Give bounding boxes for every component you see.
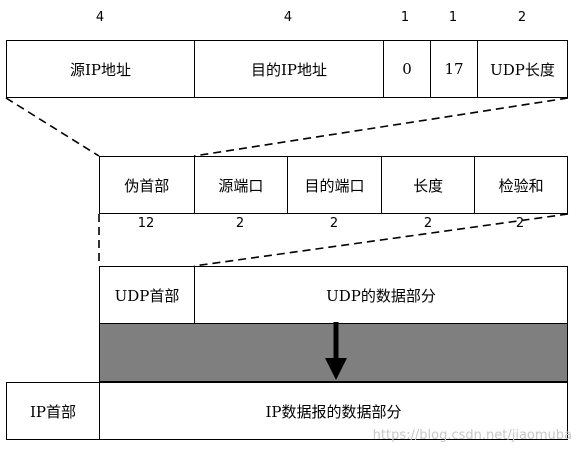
udp-header-row: 伪首部 源端口 目的端口 长度 检验和 bbox=[99, 156, 568, 214]
down-arrow-icon bbox=[325, 322, 347, 380]
size-checksum: 2 bbox=[515, 216, 525, 231]
ip-header-cell: IP首部 bbox=[7, 383, 100, 439]
size-src-ip: 4 bbox=[95, 10, 105, 25]
size-zero: 1 bbox=[400, 10, 410, 25]
dash-pseudo-right bbox=[193, 97, 569, 157]
field-pseudo-header: 伪首部 bbox=[100, 157, 195, 213]
ip-datagram-row: IP首部 IP数据报的数据部分 bbox=[6, 382, 568, 440]
size-dst-ip: 4 bbox=[283, 10, 293, 25]
size-dst-port: 2 bbox=[329, 216, 339, 231]
dash-pseudo-left bbox=[5, 97, 100, 157]
field-udp-length: UDP长度 bbox=[490, 60, 555, 79]
udp-data-cell: UDP的数据部分 bbox=[326, 286, 436, 305]
size-src-port: 2 bbox=[235, 216, 245, 231]
field-src-ip: 源IP地址 bbox=[7, 41, 195, 97]
udp-header-cell: UDP首部 bbox=[100, 267, 195, 323]
size-pseudo-header: 12 bbox=[137, 216, 155, 231]
field-checksum: 检验和 bbox=[498, 176, 544, 195]
size-protocol: 1 bbox=[448, 10, 458, 25]
dash-header-right bbox=[193, 213, 569, 267]
field-dst-ip: 目的IP地址 bbox=[195, 41, 384, 97]
size-length: 2 bbox=[423, 216, 433, 231]
field-length: 长度 bbox=[382, 157, 476, 213]
size-udp-length: 2 bbox=[517, 10, 527, 25]
field-src-port: 源端口 bbox=[195, 157, 289, 213]
field-dst-port: 目的端口 bbox=[288, 157, 382, 213]
ip-data-cell: IP数据报的数据部分 bbox=[265, 402, 402, 421]
pseudo-header-row: 源IP地址 目的IP地址 0 17 UDP长度 bbox=[6, 40, 568, 98]
udp-datagram-row: UDP首部 UDP的数据部分 bbox=[99, 266, 568, 324]
field-protocol: 17 bbox=[431, 41, 478, 97]
watermark: https://blog.csdn.net/jiaomuba bbox=[372, 428, 572, 443]
field-zero: 0 bbox=[384, 41, 431, 97]
